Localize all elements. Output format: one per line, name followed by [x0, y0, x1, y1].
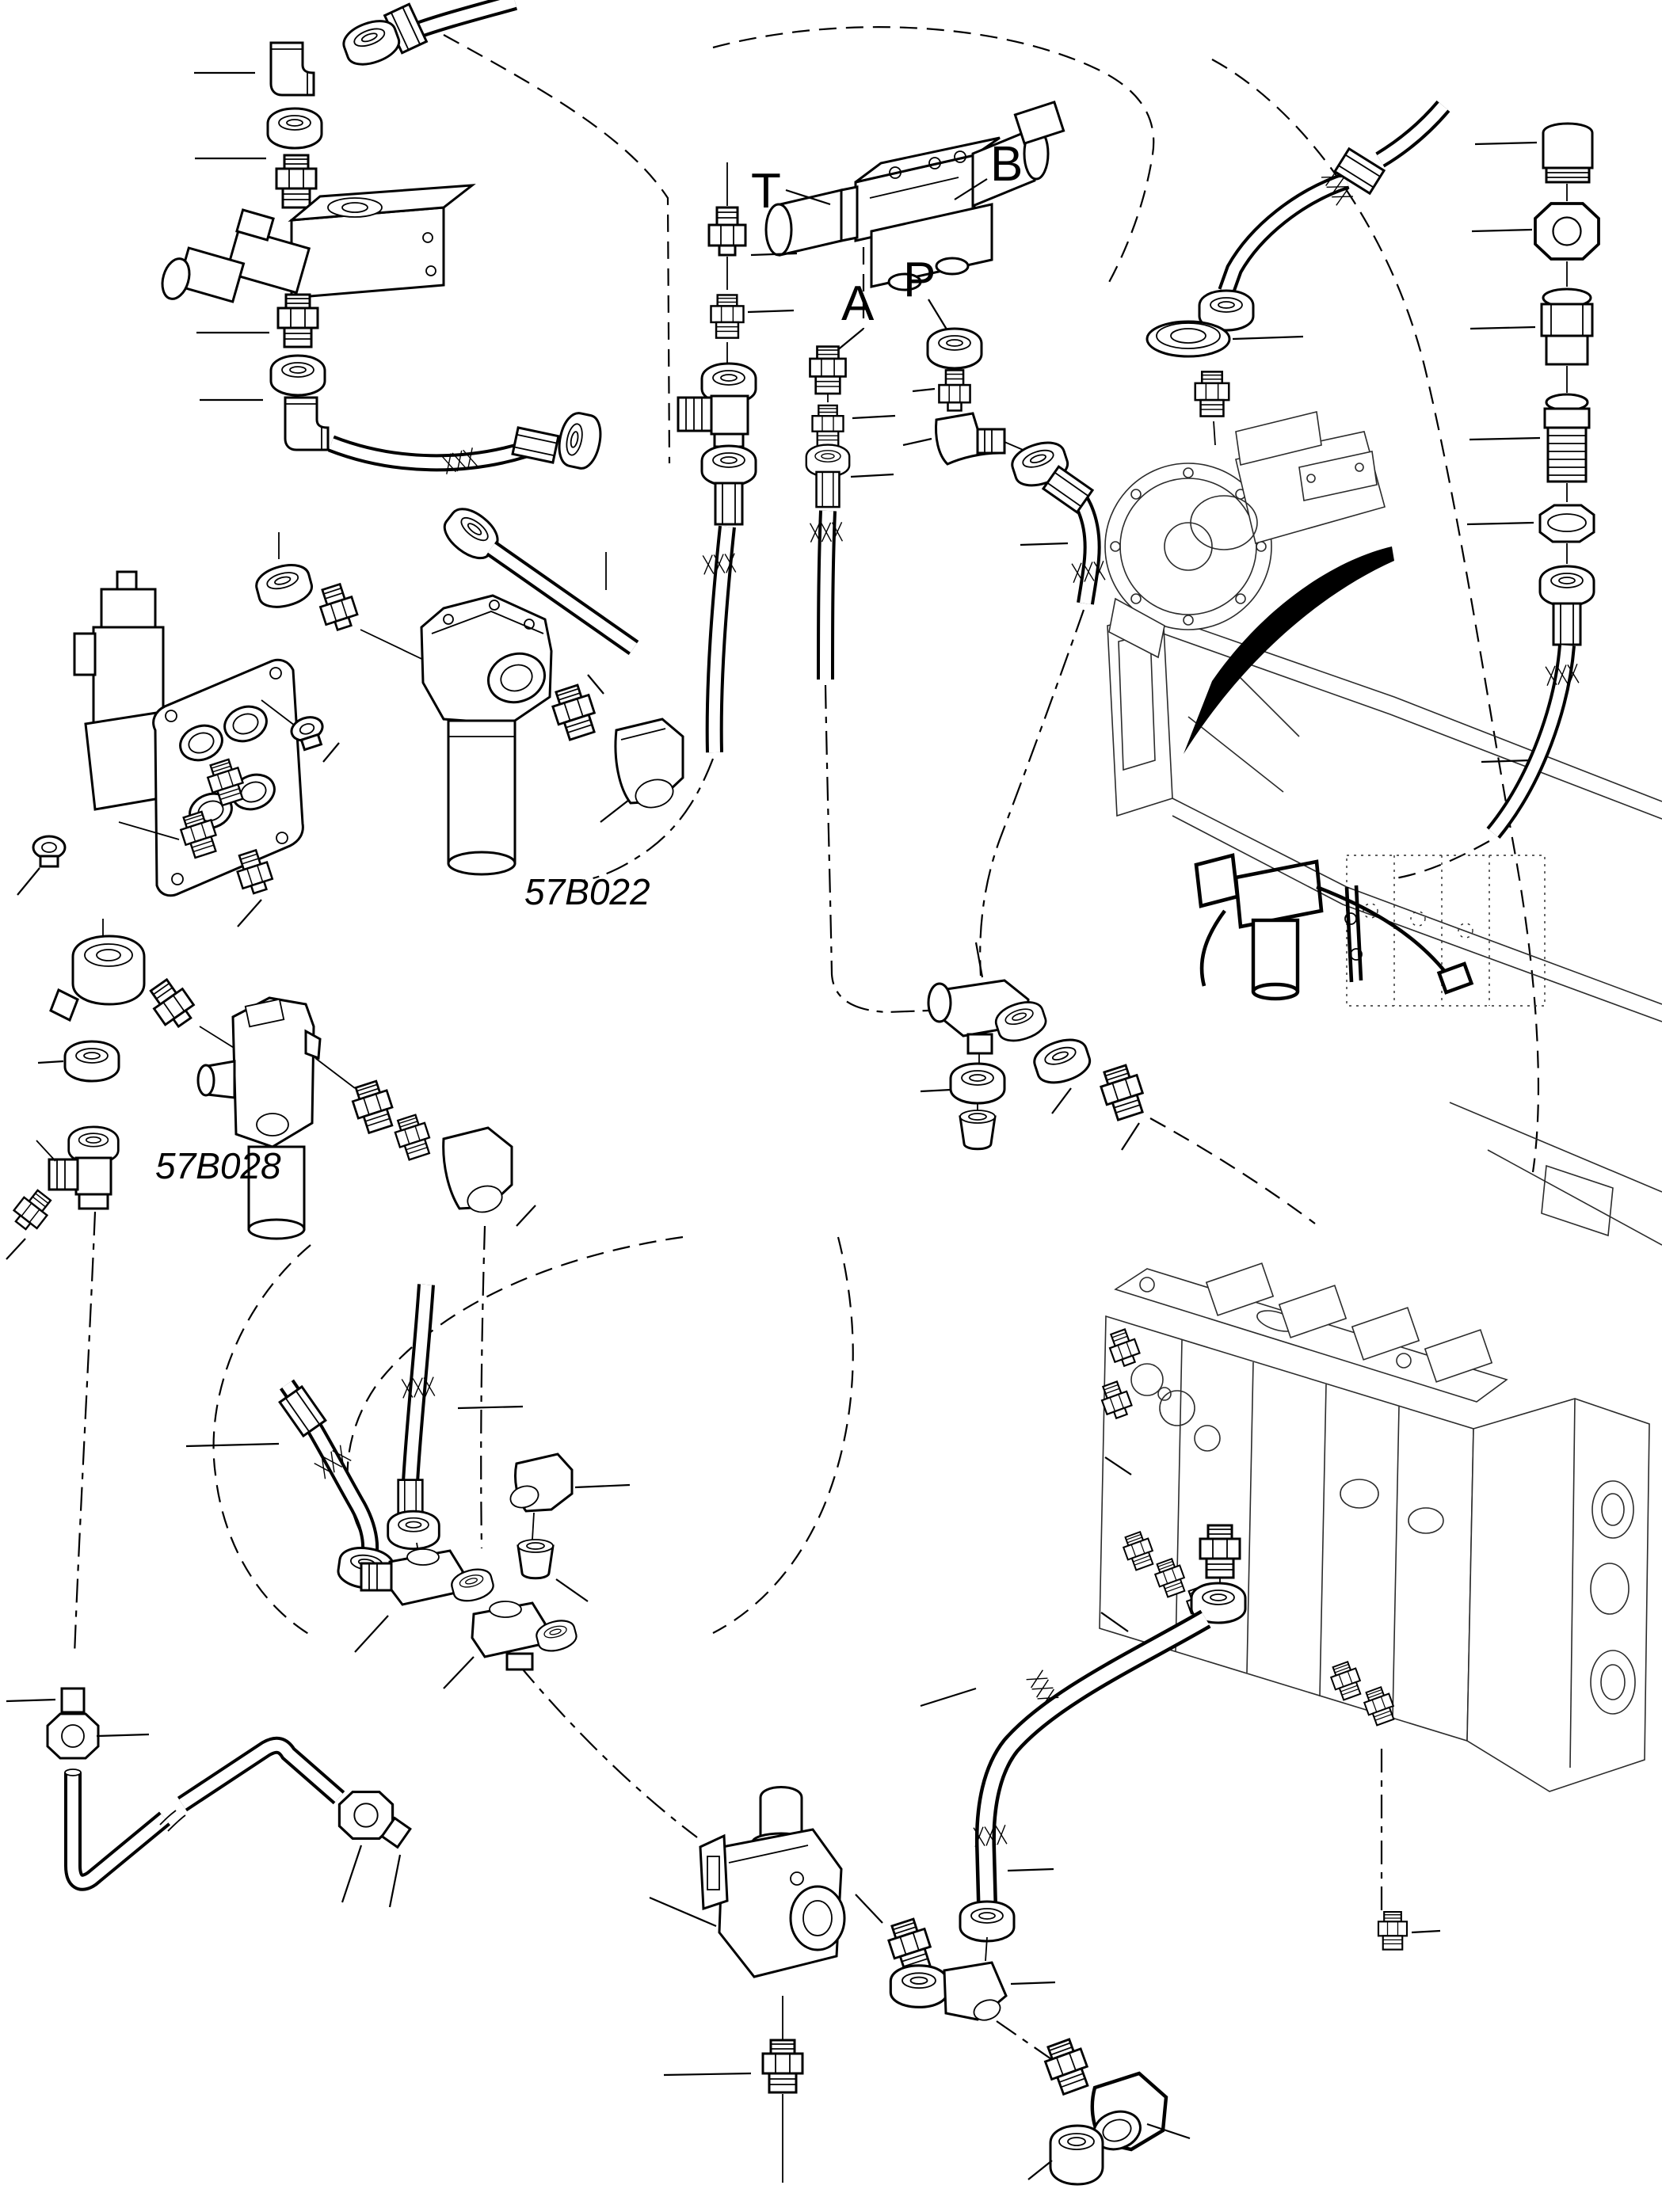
middle-hose-cluster	[185, 1284, 631, 1689]
swivel-elbow	[49, 935, 146, 1022]
cap-plug	[1542, 122, 1594, 184]
tee-fitting-vertical	[48, 1125, 120, 1210]
filter-head-57b028	[196, 996, 322, 1148]
port-label-b: B	[990, 137, 1023, 192]
pointer-arrow	[1184, 546, 1394, 754]
right-fitting-stack	[1466, 122, 1600, 839]
large-hex-nut	[1049, 2124, 1104, 2186]
elbow-barb-fitting	[935, 412, 1006, 466]
return-filter-57b022: 57B022	[420, 500, 684, 912]
pump-inlet-group	[1104, 100, 1450, 659]
tee-fitting-2	[471, 1601, 580, 1671]
priority-valve-group	[649, 1786, 1056, 2183]
steel-tube-group	[6, 1687, 412, 1908]
port-label-t: T	[751, 164, 781, 219]
tee-fitting-large	[927, 979, 1050, 1055]
part-number-57b022: 57B022	[524, 871, 650, 912]
reducer-union	[1540, 287, 1594, 366]
cartridge-valve-group	[161, 0, 606, 475]
elbow-down-57b028	[442, 1126, 513, 1213]
directional-valve-group: T B A P	[751, 101, 1065, 356]
chassis-frame-reference	[1107, 546, 1662, 1246]
sealing-washer	[1145, 320, 1231, 358]
elbow-down-fitting	[614, 718, 684, 809]
valve-and-plate-group	[17, 532, 433, 927]
p-port-column	[902, 327, 1106, 605]
port-label-p: P	[903, 253, 936, 307]
filter-canister-57b028	[247, 1145, 306, 1240]
right-middle-tee-group	[920, 942, 1149, 1151]
locknut	[1538, 504, 1595, 543]
tee-fitting	[677, 362, 757, 448]
cartridge-valve-body	[161, 184, 476, 303]
port-label-a: A	[841, 276, 875, 331]
tank-return-union	[1377, 1911, 1441, 1951]
threaded-bushing	[1543, 393, 1591, 483]
manifold-drain-hose	[920, 1524, 1247, 1962]
filter-canister	[447, 719, 517, 876]
hydraulic-pump	[1104, 411, 1386, 659]
priority-valve-body	[699, 1828, 846, 1978]
elbow-swivel-fitting	[889, 1961, 1008, 2021]
tank-line-column	[677, 162, 798, 753]
pressure-filter-57b028: 57B028	[6, 919, 536, 1260]
elbow-fitting-mid	[509, 1452, 574, 1513]
part-number-57b028: 57B028	[155, 1145, 281, 1186]
a-port-column	[805, 345, 896, 680]
tee-fitting-1	[360, 1548, 497, 1606]
control-valve-manifold	[1096, 1262, 1650, 1792]
filter-head	[420, 594, 553, 725]
bottom-right-fittings	[1027, 2035, 1191, 2186]
installed-filter-subassembly	[1194, 853, 1474, 1001]
